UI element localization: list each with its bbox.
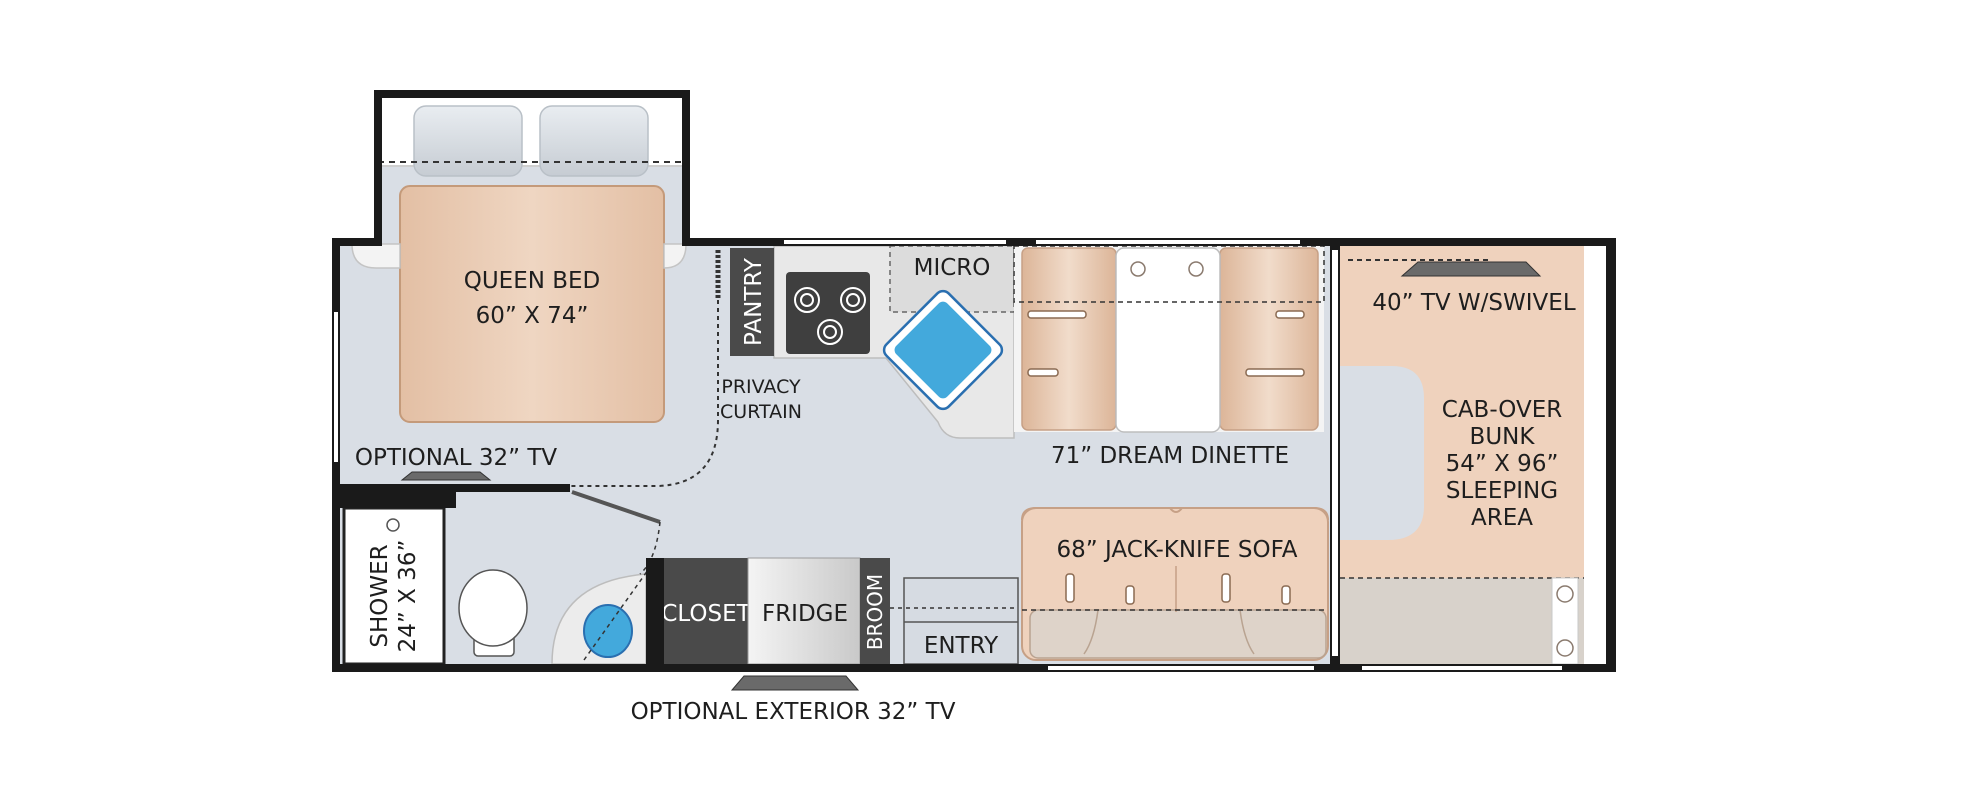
entry-label: ENTRY — [924, 633, 999, 659]
broom-closet: BROOM — [860, 558, 890, 664]
windows — [334, 240, 1562, 670]
exterior-tv-label: OPTIONAL EXTERIOR 32” TV — [631, 699, 956, 725]
lav-sink-icon — [551, 569, 649, 665]
privacy-curtain-label: PRIVACY — [721, 376, 801, 398]
seatbelt-icon — [1065, 573, 1291, 605]
shower-drain-icon — [386, 518, 400, 532]
optional-tv-label: OPTIONAL 32” TV — [355, 445, 558, 471]
fridge-label: FRIDGE — [762, 601, 848, 627]
dinette-label: 71” DREAM DINETTE — [1051, 443, 1289, 469]
bathroom: SHOWER 24” X 36” — [342, 490, 661, 666]
bunk-label-4: SLEEPING — [1446, 478, 1558, 504]
privacy-curtain-label-2: CURTAIN — [720, 401, 802, 423]
sink-icon — [882, 289, 1004, 411]
bunk-label-5: AREA — [1471, 505, 1533, 531]
seatbelt-icon — [1027, 310, 1305, 377]
entry[interactable]: ENTRY — [890, 577, 1019, 665]
queen-bed-label: QUEEN BED — [464, 268, 601, 294]
queen-bed-size: 60” X 74” — [476, 303, 589, 329]
sofa-label: 68” JACK-KNIFE SOFA — [1057, 537, 1298, 563]
bunk-label-1: CAB-OVER — [1442, 397, 1562, 423]
pantry — [730, 248, 774, 356]
tv-swivel: 40” TV W/SWIVEL — [1348, 259, 1576, 316]
optional-tv: OPTIONAL 32” TV — [355, 445, 558, 481]
optional-exterior-tv: OPTIONAL EXTERIOR 32” TV — [631, 675, 956, 725]
queen-bed: QUEEN BED 60” X 74” — [351, 95, 689, 423]
fridge: FRIDGE — [747, 557, 861, 665]
kitchen: MICRO PANTRY PRIVACY CURTAIN — [566, 245, 1015, 487]
closet-label: CLOSET — [661, 601, 751, 627]
burner-icon — [794, 287, 866, 345]
dinette: 71” DREAM DINETTE — [1013, 245, 1325, 469]
broom-label: BROOM — [863, 574, 887, 650]
closet: CLOSET — [661, 558, 752, 664]
bunk-label-2: BUNK — [1470, 424, 1536, 450]
bunk-label-3: 54” X 96” — [1446, 451, 1559, 477]
cooktop — [786, 272, 870, 354]
cab-over-bunk: CAB-OVER BUNK 54” X 96” SLEEPING AREA — [1340, 246, 1606, 665]
shower-label: SHOWER — [367, 544, 393, 647]
microwave-label: MICRO — [914, 255, 991, 281]
pantry-label: PANTRY — [741, 257, 767, 346]
jack-knife-sofa: 68” JACK-KNIFE SOFA — [1021, 507, 1329, 661]
toilet-icon — [458, 569, 528, 657]
shower-size: 24” X 36” — [395, 540, 421, 653]
tv-swivel-label: 40” TV W/SWIVEL — [1372, 290, 1575, 316]
